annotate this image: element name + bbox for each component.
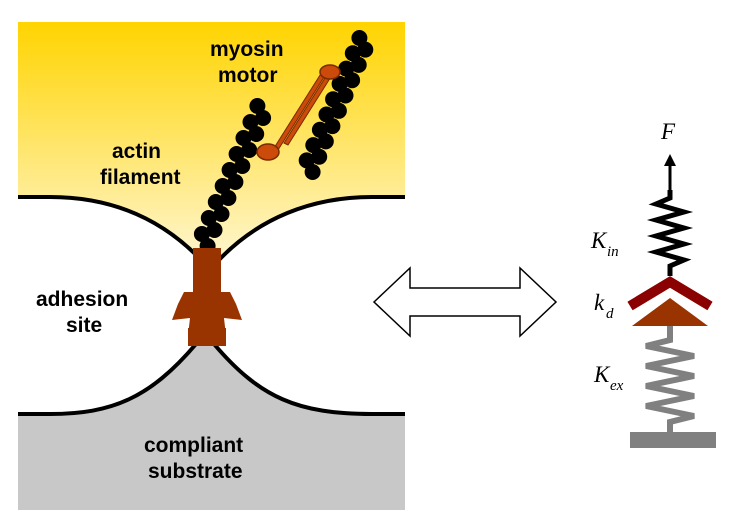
k-ex-symbol: K — [593, 362, 611, 387]
actin-bead — [331, 75, 348, 92]
actin-bead — [193, 226, 210, 242]
actin-bead — [228, 146, 245, 162]
myosin-motor — [256, 64, 341, 161]
mechanical-model: F K in k d K ex — [590, 119, 716, 448]
myosin-label: myosin — [210, 38, 284, 61]
adhesion-foot — [188, 328, 226, 346]
actin-bead — [200, 210, 217, 226]
ground-base — [630, 432, 716, 448]
actin-bead — [227, 174, 244, 190]
adhesion-body — [172, 292, 242, 336]
force-arrowhead-icon — [664, 154, 676, 166]
bond-triangle — [632, 298, 708, 326]
external-spring — [645, 326, 695, 432]
actin-bead — [325, 91, 342, 108]
k-d-subscript: d — [606, 306, 614, 322]
k-ex-subscript: ex — [610, 378, 624, 394]
actin-bead — [305, 137, 322, 154]
actin-filament-upper — [298, 30, 374, 180]
actin-bead — [255, 110, 272, 126]
actin-bead — [338, 60, 355, 77]
cell-region — [18, 22, 405, 262]
k-in-subscript: in — [607, 244, 619, 260]
substrate-label: substrate — [148, 460, 243, 483]
actin-bead — [248, 126, 265, 142]
actin-bead — [242, 114, 259, 130]
actin-bead — [213, 206, 230, 222]
actin-bead — [207, 194, 224, 210]
actin-filament-lower — [193, 98, 272, 254]
actin-bead — [298, 152, 315, 169]
actin-bead — [221, 162, 238, 178]
actin-bead — [344, 45, 361, 62]
actin-bead — [318, 106, 335, 123]
actin-bead — [206, 222, 223, 238]
substrate-region — [18, 338, 405, 510]
motor-label: motor — [218, 64, 278, 87]
double-headed-arrow-icon — [372, 266, 558, 338]
filament-label: filament — [100, 166, 181, 189]
adhesion-complex — [172, 248, 242, 346]
actin-bead — [214, 178, 231, 194]
adhesion-stem — [193, 248, 221, 298]
actin-bead — [311, 121, 328, 138]
site-label: site — [66, 314, 102, 337]
actin-bead — [234, 158, 251, 174]
inner-spring — [646, 190, 694, 276]
actin-label: actin — [112, 140, 161, 163]
myosin-head-lower — [256, 143, 280, 161]
actin-bead — [249, 98, 266, 114]
actin-bead — [241, 142, 258, 158]
compliant-label: compliant — [144, 434, 243, 457]
actin-bead — [351, 30, 368, 46]
myosin-head-upper — [319, 64, 341, 80]
cell-membrane — [18, 195, 405, 264]
actin-bead — [220, 190, 237, 206]
k-in-symbol: K — [590, 228, 608, 253]
adhesion-label: adhesion — [36, 288, 128, 311]
force-symbol: F — [660, 119, 676, 144]
actin-bead — [235, 130, 252, 146]
k-d-symbol: k — [594, 290, 605, 315]
bond-bar — [627, 276, 713, 311]
